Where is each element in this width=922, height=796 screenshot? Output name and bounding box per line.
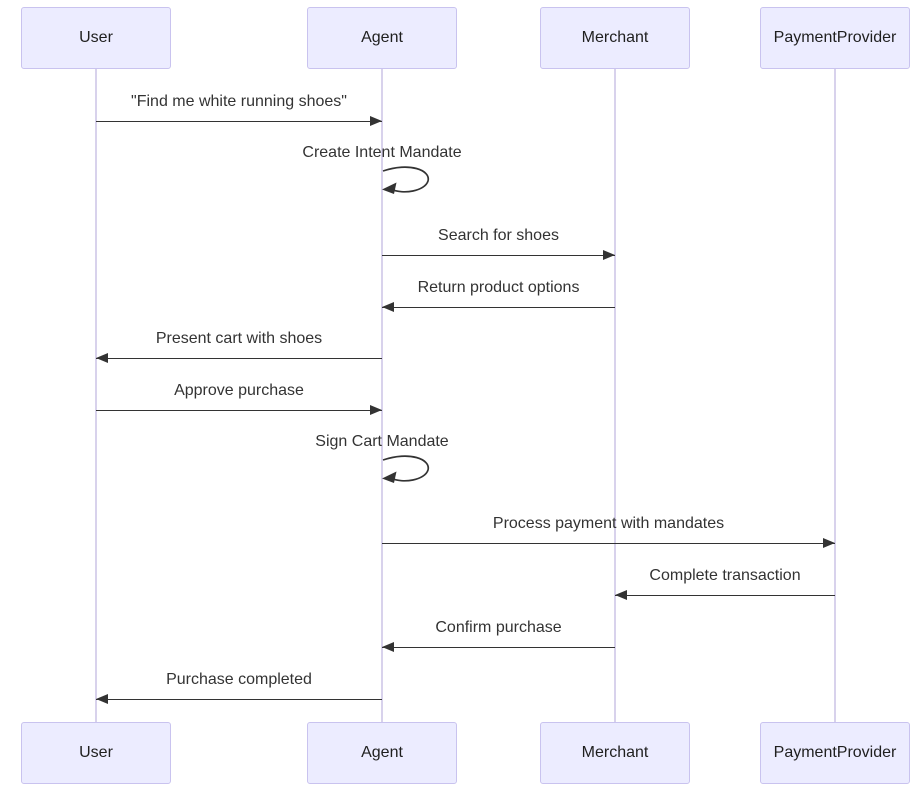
message-label: Purchase completed — [166, 671, 312, 688]
actor-label: Agent — [361, 744, 403, 761]
actor-label: User — [79, 744, 113, 761]
arrowhead-right-icon — [603, 250, 615, 260]
message-approve-purchase: Approve purchase — [96, 381, 382, 415]
message-label: Approve purchase — [174, 382, 304, 399]
message-confirm-purchase: Confirm purchase — [382, 618, 615, 652]
message-complete-transaction: Complete transaction — [615, 566, 835, 600]
actor-label: Merchant — [581, 29, 649, 46]
message-label: "Find me white running shoes" — [131, 93, 347, 110]
message-arrow-left — [382, 302, 615, 312]
actor-box-agent-top: Agent — [307, 7, 457, 69]
message-find-shoes: "Find me white running shoes" — [96, 92, 382, 126]
arrowhead-right-icon — [370, 116, 382, 126]
actor-box-user-bottom: User — [21, 722, 171, 784]
lifeline-user — [95, 69, 97, 722]
actor-label: Merchant — [581, 744, 649, 761]
arrowhead-left-icon — [382, 302, 394, 312]
arrowhead-left-icon — [96, 694, 108, 704]
actor-label: User — [79, 29, 113, 46]
actor-box-paymentprovider-bottom: PaymentProvider — [760, 722, 910, 784]
message-purchase-completed: Purchase completed — [96, 670, 382, 704]
message-label: Create Intent Mandate — [302, 144, 462, 161]
message-label: Search for shoes — [438, 227, 559, 244]
lifeline-agent — [381, 69, 383, 722]
actor-box-merchant-top: Merchant — [540, 7, 690, 69]
message-arrow-left — [96, 694, 382, 704]
actor-box-user-top: User — [21, 7, 171, 69]
message-return-options: Return product options — [382, 278, 615, 312]
message-arrow-right — [96, 116, 382, 126]
actor-box-merchant-bottom: Merchant — [540, 722, 690, 784]
message-label: Complete transaction — [649, 567, 801, 584]
message-label: Return product options — [417, 279, 580, 296]
message-arrow-left — [615, 590, 835, 600]
message-arrow-left — [96, 353, 382, 363]
message-arrow-right — [96, 405, 382, 415]
lifeline-merchant — [614, 69, 616, 722]
arrowhead-left-icon — [382, 642, 394, 652]
actor-label: Agent — [361, 29, 403, 46]
message-arrow-right — [382, 250, 615, 260]
lifeline-paymentprovider — [834, 69, 836, 722]
message-present-cart: Present cart with shoes — [96, 329, 382, 363]
message-label: Sign Cart Mandate — [315, 433, 449, 450]
actor-box-agent-bottom: Agent — [307, 722, 457, 784]
message-arrow-left — [382, 642, 615, 652]
actor-box-paymentprovider-top: PaymentProvider — [760, 7, 910, 69]
actor-label: PaymentProvider — [773, 29, 897, 46]
arrowhead-left-icon — [615, 590, 627, 600]
message-process-payment: Process payment with mandates — [382, 514, 835, 548]
message-label: Present cart with shoes — [155, 330, 323, 347]
arrowhead-right-icon — [823, 538, 835, 548]
self-loop-arrow-icon — [382, 166, 429, 194]
arrowhead-right-icon — [370, 405, 382, 415]
message-arrow-right — [382, 538, 835, 548]
message-search-shoes: Search for shoes — [382, 226, 615, 260]
arrowhead-left-icon — [96, 353, 108, 363]
self-loop-arrow-icon — [382, 455, 429, 483]
actor-label: PaymentProvider — [773, 744, 897, 761]
message-label: Process payment with mandates — [492, 515, 725, 532]
message-label: Confirm purchase — [435, 619, 562, 636]
